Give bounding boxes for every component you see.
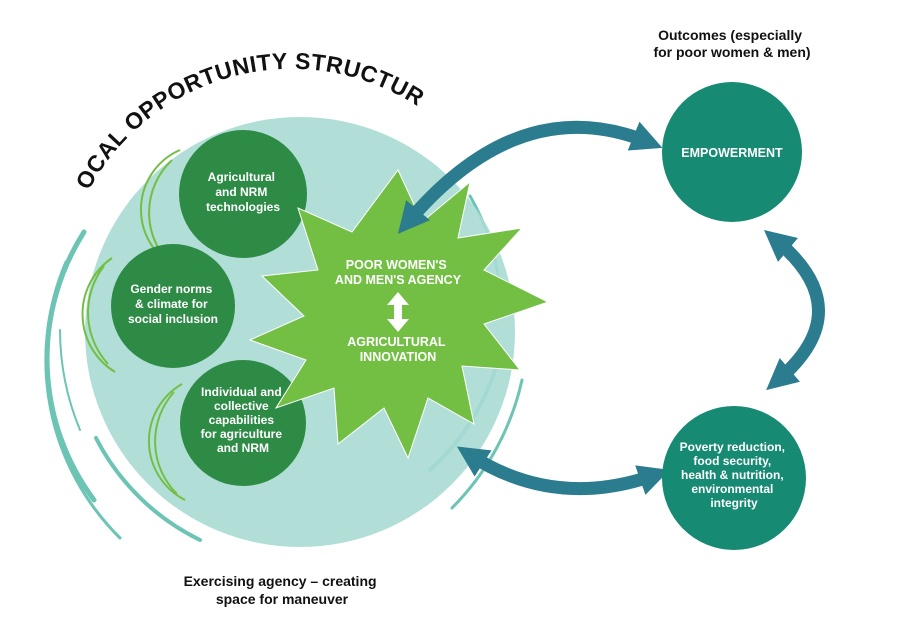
- inner-circle-gender-norms: Gender norms & climate for social inclus…: [81, 244, 235, 373]
- capabilities-label: Individual and collective capabilities f…: [201, 385, 286, 455]
- poverty-reduction-label: Poverty reduction, food security, health…: [680, 440, 789, 510]
- innovation-label: AGRICULTURAL INNOVATION: [347, 335, 449, 364]
- outcome-empowerment: EMPOWERMENT: [662, 82, 802, 222]
- technologies-label: Agricultural and NRM technologies: [206, 170, 280, 214]
- two-way-arrow-icon: [387, 292, 409, 332]
- gender-norms-label: Gender norms & climate for social inclus…: [128, 282, 218, 326]
- inner-circle-capabilities: Individual and collective capabilities f…: [147, 360, 306, 501]
- agency-label: POOR WOMEN'S AND MEN'S AGENCY: [335, 258, 462, 287]
- empowerment-label: EMPOWERMENT: [681, 146, 783, 160]
- outcome-poverty-reduction: Poverty reduction, food security, health…: [662, 406, 806, 550]
- arrows: [397, 120, 825, 496]
- arrow-agency-empowerment: [397, 120, 663, 234]
- arrow-empowerment-poverty: [764, 230, 825, 391]
- arrow-agency-poverty: [456, 446, 670, 496]
- bottom-caption: Exercising agency – creating space for m…: [184, 573, 381, 607]
- outcomes-header: Outcomes (especially for poor women & me…: [653, 27, 810, 60]
